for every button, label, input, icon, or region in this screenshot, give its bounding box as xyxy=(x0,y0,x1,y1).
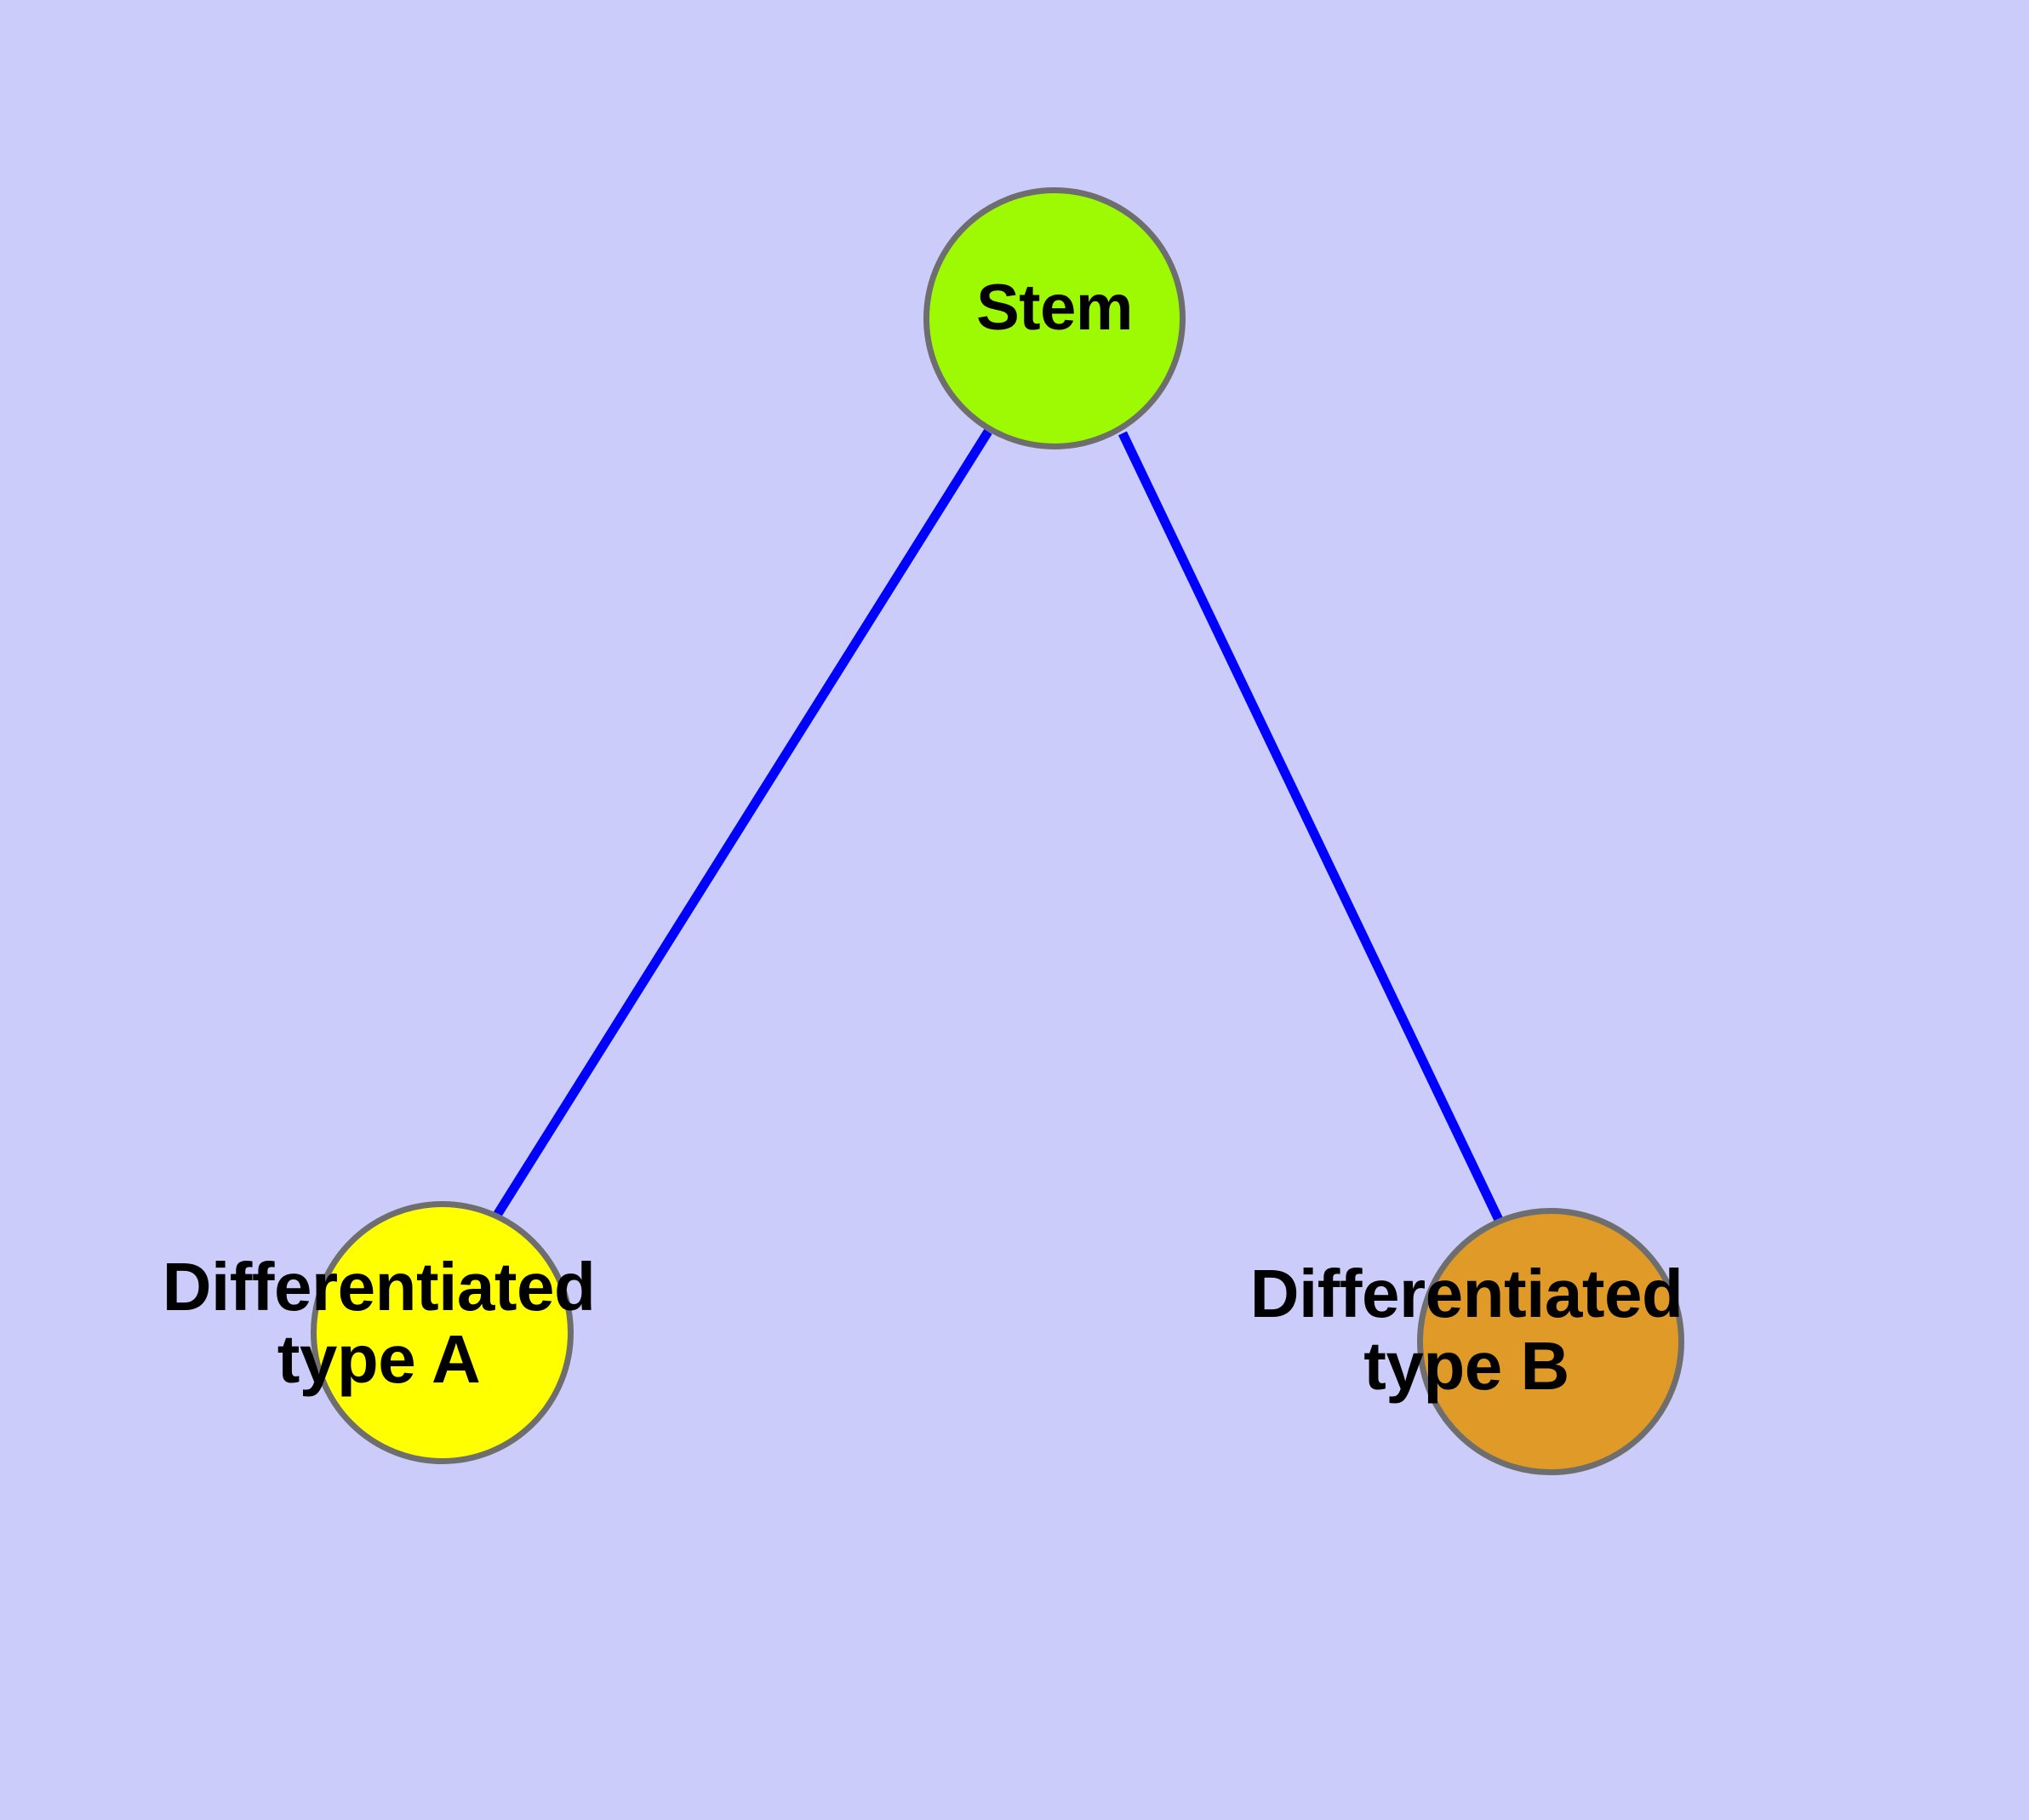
edge-stem-to-differentiated-type-b xyxy=(1118,431,1503,1222)
node-label-differentiated-type-b: Differentiated type B xyxy=(1211,1256,1722,1404)
node-label-differentiated-type-a: Differentiated type A xyxy=(123,1251,634,1396)
node-differentiated-type-b[interactable] xyxy=(1417,1208,1684,1475)
node-label-diff-b-line1: Differentiated xyxy=(1249,1256,1683,1331)
node-label-stem: Stem xyxy=(884,272,1225,344)
node-label-diff-a-line2: type A xyxy=(277,1320,481,1397)
node-label-diff-b-line2: type B xyxy=(1363,1327,1569,1404)
edge-stem-to-differentiated-type-a xyxy=(492,429,992,1219)
node-label-stem-line1: Stem xyxy=(976,272,1133,344)
node-differentiated-type-a[interactable] xyxy=(311,1201,574,1464)
node-stem[interactable] xyxy=(923,187,1186,449)
node-label-diff-a-line1: Differentiated xyxy=(162,1249,596,1325)
